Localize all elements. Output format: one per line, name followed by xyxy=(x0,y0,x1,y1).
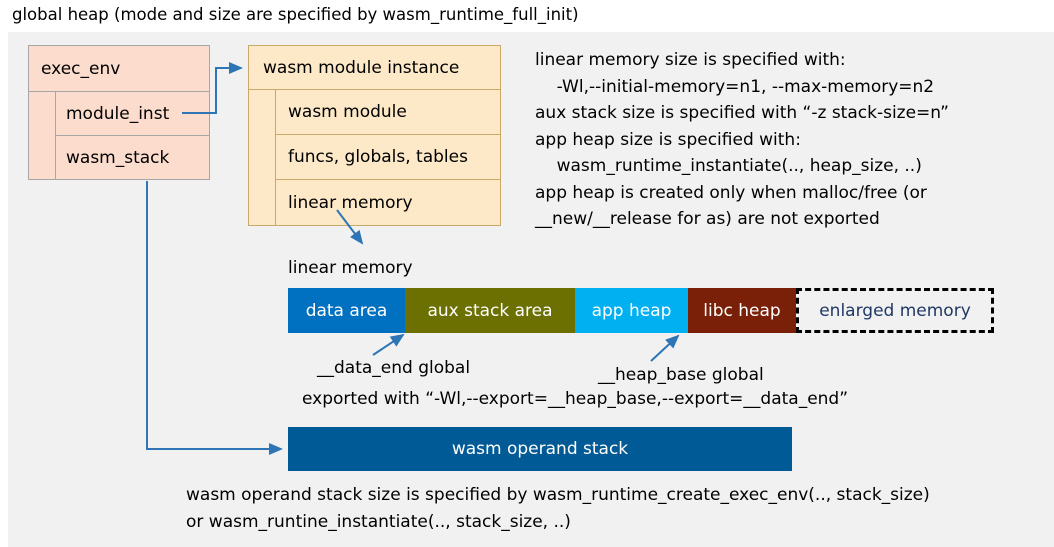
memory-segment-aux-stack-area: aux stack area xyxy=(405,288,575,333)
page-title: global heap (mode and size are specified… xyxy=(12,5,579,24)
annotation-data-end-global: __data_end global xyxy=(317,358,471,378)
module-instance-row-wasm-module: wasm module xyxy=(275,89,501,135)
exec-env-header: exec_env xyxy=(28,45,210,92)
linear-memory-caption: linear memory xyxy=(288,258,413,278)
module-instance-gutter xyxy=(248,89,276,226)
annotation-exported-with: exported with “-Wl,--export=__heap_base,… xyxy=(302,389,849,409)
wasm-module-instance-box: wasm module instance wasm module funcs, … xyxy=(248,45,501,226)
exec-env-box: exec_env module_inst wasm_stack xyxy=(28,45,210,180)
exec-env-row-wasm-stack: wasm_stack xyxy=(55,135,210,180)
memory-segment-data-area: data area xyxy=(288,288,405,333)
module-instance-row-funcs-globals-tables: funcs, globals, tables xyxy=(275,134,501,180)
memory-segment-libc-heap: libc heap xyxy=(688,288,796,333)
exec-env-row-module-inst: module_inst xyxy=(55,91,210,136)
linear-memory-bar: data area aux stack area app heap libc h… xyxy=(288,288,994,333)
annotation-heap-base-global: __heap_base global xyxy=(598,365,764,385)
operand-stack-notes: wasm operand stack size is specified by … xyxy=(186,485,930,532)
module-instance-row-linear-memory: linear memory xyxy=(275,179,501,226)
memory-segment-app-heap: app heap xyxy=(575,288,688,333)
module-instance-header: wasm module instance xyxy=(248,45,501,90)
exec-env-gutter xyxy=(28,91,56,180)
wasm-operand-stack-box: wasm operand stack xyxy=(288,427,792,471)
linear-memory-notes: linear memory size is specified with: -W… xyxy=(535,50,949,229)
memory-segment-enlarged-memory: enlarged memory xyxy=(796,288,994,333)
